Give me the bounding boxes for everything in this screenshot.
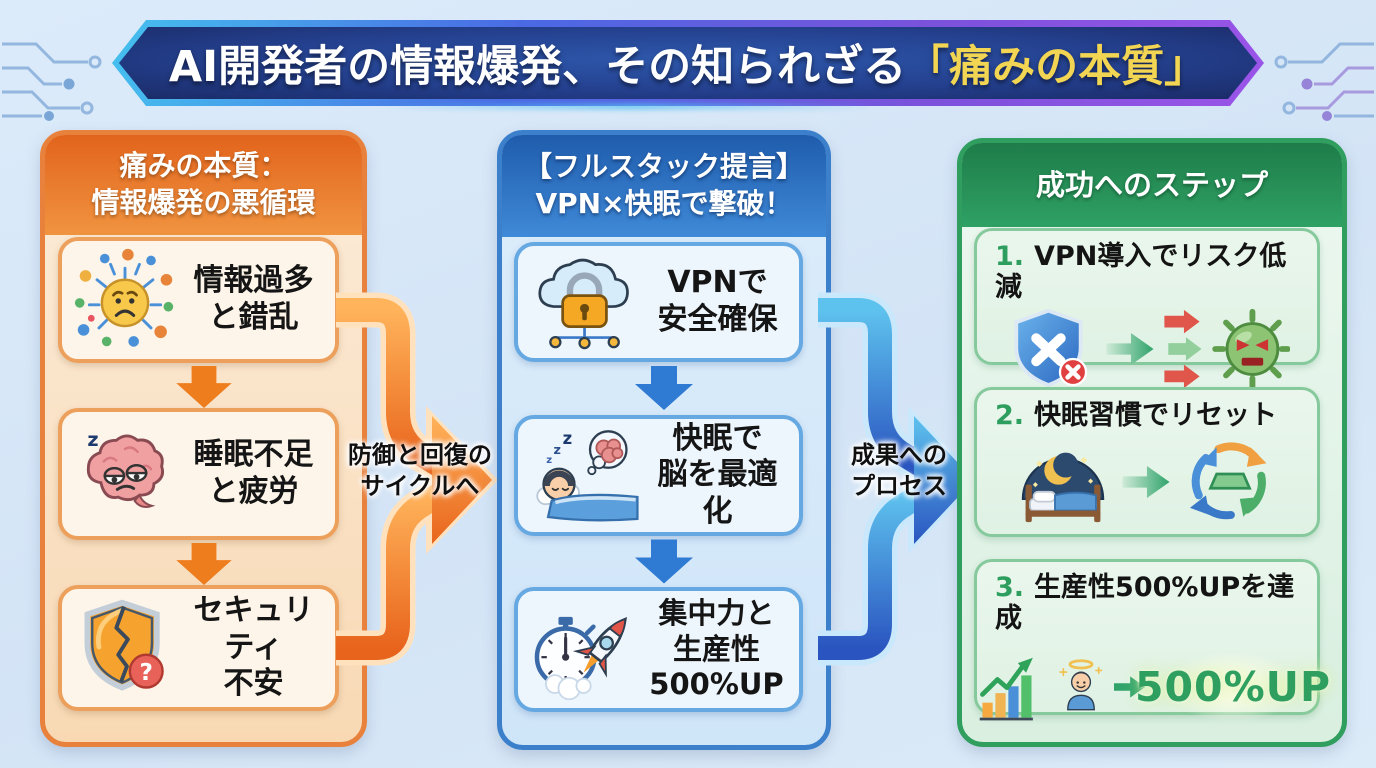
broken-shield-icon: ? <box>84 599 164 691</box>
step-3-number: 3. <box>995 572 1025 603</box>
title-banner: AI開発者の情報爆発、その知られざる「痛みの本質」 <box>112 20 1264 106</box>
night-bed-icon <box>1021 452 1105 523</box>
down-arrow-icon <box>175 543 232 585</box>
step-card-2: 2.快眠習慣でリセット <box>974 387 1320 537</box>
productivity-up-badge-text: 500%UP <box>1134 663 1331 712</box>
step-2-number: 2. <box>995 400 1025 431</box>
solution-column: 【フルスタック提言】 VPN×快眠で撃破！ VPNで 安全確保 <box>497 130 831 750</box>
title-banner-body: AI開発者の情報爆発、その知られざる「痛みの本質」 <box>119 27 1257 99</box>
step-3-title: 3.生産性500%UPを達成 <box>995 572 1295 635</box>
green-arrow-icon <box>1113 676 1145 698</box>
defense-flow-arrow-icon <box>336 292 498 666</box>
step-3-icon-row: 500%UP <box>977 634 1330 740</box>
circuit-decoration-right-icon <box>1274 42 1374 121</box>
happy-person-icon <box>1059 659 1103 711</box>
svg-text:?: ? <box>139 660 152 686</box>
solution-card-productivity: 集中力と 生産性 500%UP <box>514 587 803 712</box>
pain-column-header: 痛みの本質： 情報爆発の悪循環 <box>45 135 362 235</box>
solution-card-vpn: VPNで 安全確保 <box>514 242 803 362</box>
green-arrow-icon <box>1106 333 1154 366</box>
pain-card-sleep-label: 睡眠不足 と疲労 <box>193 437 314 509</box>
down-arrow-icon <box>635 539 693 584</box>
shield-block-icon <box>1014 308 1088 388</box>
banner-glow-decoration <box>380 103 880 110</box>
results-flow-arrow-icon <box>818 292 980 666</box>
step-2-icon-row <box>977 431 1317 533</box>
stopwatch-rocket-icon <box>534 616 627 700</box>
svg-text:z: z <box>87 428 98 451</box>
solution-card-sleep-label: 快眠で 脳を最適化 <box>657 420 778 529</box>
step-card-1: 1.VPN導入でリスク低減 <box>974 228 1320 390</box>
sleeping-brain-icon: z z z <box>536 429 639 521</box>
virus-attack-icon <box>1164 308 1290 390</box>
down-arrow-icon <box>175 366 232 408</box>
productivity-up-badge: 500%UP <box>1135 643 1330 732</box>
pain-card-sleep: z 睡眠不足 と疲労 <box>58 408 339 540</box>
svg-text:z: z <box>554 443 561 458</box>
step-1-icon-row <box>977 303 1317 395</box>
cloud-lock-icon <box>538 258 629 350</box>
steps-column-header: 成功へのステップ <box>962 143 1342 227</box>
step-2-title: 2.快眠習慣でリセット <box>995 400 1278 431</box>
defense-flow-label: 防御と回復の サイクルへ <box>348 441 492 501</box>
pain-card-overload: 情報過多 と錯乱 <box>58 237 339 363</box>
pain-card-security-label: セキュリティ 不安 <box>193 593 314 702</box>
down-arrow-icon <box>635 366 693 410</box>
steps-column: 成功へのステップ 1.VPN導入でリスク低減 <box>957 138 1347 747</box>
page-title-main: AI開発者の情報爆発、その知られざる <box>168 42 907 92</box>
step-card-3: 3.生産性500%UPを達成 <box>974 559 1330 732</box>
pain-card-overload-label: 情報過多 と錯乱 <box>193 263 314 335</box>
pain-card-security: ? セキュリティ 不安 <box>58 585 339 711</box>
solution-card-vpn-label: VPNで 安全確保 <box>657 265 778 337</box>
solution-column-header: 【フルスタック提言】 VPN×快眠で撃破！ <box>502 135 826 237</box>
tired-brain-icon: z <box>86 428 165 508</box>
solution-card-productivity-label: 集中力と 生産性 500%UP <box>649 596 784 702</box>
svg-text:z: z <box>563 429 573 448</box>
svg-text:z: z <box>546 455 552 466</box>
attack-arrows-icon <box>1164 309 1202 389</box>
page-title: AI開発者の情報爆発、その知られざる「痛みの本質」 <box>169 32 1207 94</box>
green-arrow-icon <box>1122 466 1170 499</box>
results-flow-label: 成果への プロセス <box>851 441 947 501</box>
page-title-highlight: 「痛みの本質」 <box>906 42 1208 92</box>
pain-column: 痛みの本質： 情報爆発の悪循環 <box>40 130 367 747</box>
overload-face-icon <box>74 248 174 347</box>
growth-chart-icon <box>979 657 1033 721</box>
step-1-number: 1. <box>995 241 1025 272</box>
step-1-title: 1.VPN導入でリスク低減 <box>995 241 1287 304</box>
solution-card-sleep: z z z 快眠で 脳を最適化 <box>514 415 803 536</box>
cycle-icon <box>1189 442 1267 520</box>
circuit-decoration-left-icon <box>2 42 102 121</box>
